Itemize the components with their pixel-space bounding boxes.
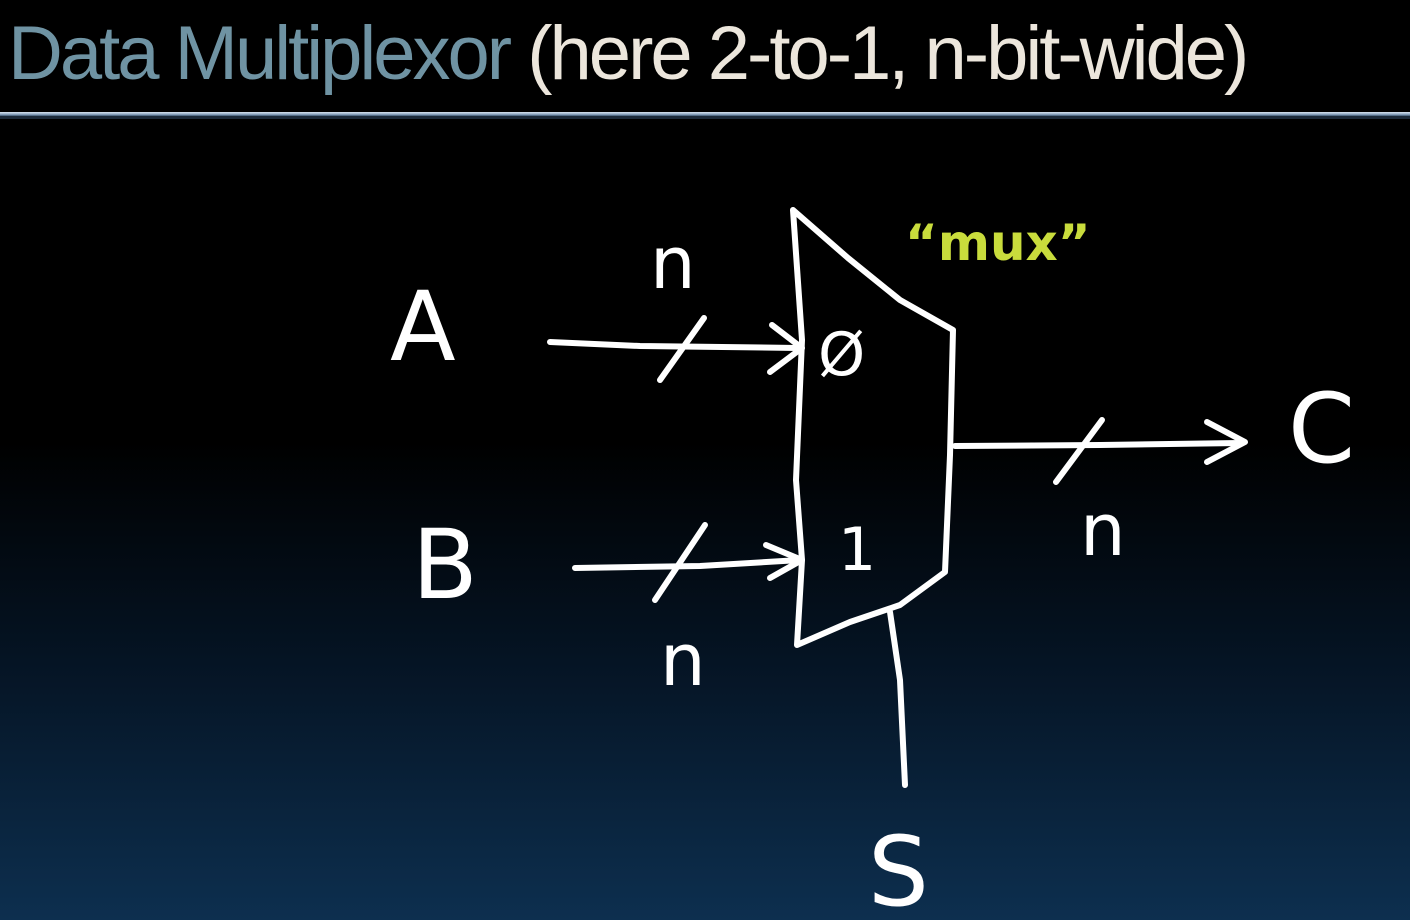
title-main: Data Multiplexor xyxy=(8,11,512,96)
output-c-label: C xyxy=(1288,373,1355,485)
output-c-bus-slash xyxy=(1053,417,1105,485)
input-a-width-label: n xyxy=(650,221,696,305)
input-a-label: A xyxy=(390,271,456,383)
mux-body xyxy=(790,207,956,648)
input-b-arrowhead xyxy=(763,542,805,581)
input-b-wire xyxy=(572,557,803,571)
title-subtitle: (here 2-to-1, n-bit-wide) xyxy=(527,11,1249,96)
select-wire xyxy=(887,609,908,788)
port-1-label: 1 xyxy=(838,515,876,585)
select-s-label: S xyxy=(868,816,929,920)
title-divider-shadow xyxy=(0,116,1410,119)
input-a-wire xyxy=(547,339,801,351)
output-c-wire xyxy=(952,440,1243,449)
input-b-bus-slash xyxy=(652,522,708,603)
input-b-width-label: n xyxy=(660,618,706,702)
title-divider xyxy=(0,112,1410,116)
input-a-arrowhead xyxy=(767,322,805,375)
input-b-label: B xyxy=(412,509,478,621)
input-a-bus-slash xyxy=(657,315,707,383)
output-c-width-label: n xyxy=(1080,488,1126,572)
output-c-arrowhead xyxy=(1204,419,1248,465)
port-0-label: Ø xyxy=(818,320,865,390)
title-bar: Data Multiplexor (here 2-to-1, n-bit-wid… xyxy=(0,0,1410,112)
mux-label: “mux” xyxy=(905,214,1091,272)
slide-title: Data Multiplexor (here 2-to-1, n-bit-wid… xyxy=(8,8,1249,100)
